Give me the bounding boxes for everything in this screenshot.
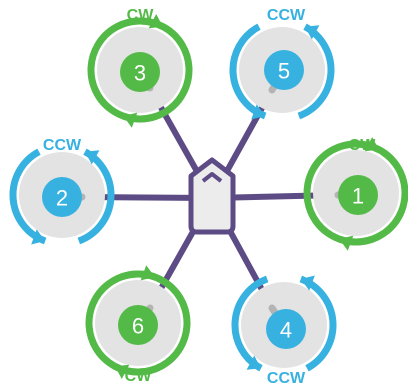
motor-number-4: 4 <box>280 318 292 343</box>
motor-hub-6 <box>118 305 158 345</box>
motor-number-3: 3 <box>134 61 146 86</box>
rotation-arrow-icon <box>148 14 163 29</box>
motor-hub-4 <box>266 309 306 349</box>
motor-number-6: 6 <box>132 314 144 339</box>
rotation-arrow-icon <box>85 150 100 165</box>
direction-label-2: CCW <box>43 137 82 154</box>
rotation-arc-1 <box>303 140 381 246</box>
rotation-arc-2 <box>77 148 115 245</box>
motor-hubs: 3 5 2 1 6 4 <box>42 50 378 349</box>
flight-controller-body <box>188 157 236 235</box>
direction-label-5: CCW <box>267 7 306 24</box>
flight-controller-housing <box>188 157 236 235</box>
motor-number-2: 2 <box>56 186 68 211</box>
direction-label-3: CW <box>127 7 155 24</box>
rotation-arc-3 <box>87 17 165 123</box>
rotation-arc-2 <box>9 148 47 245</box>
motor-number-5: 5 <box>278 59 290 84</box>
rotation-arc-5 <box>297 23 335 120</box>
direction-label-6: CW <box>125 368 153 385</box>
forward-arrow-icon <box>201 172 223 183</box>
rotation-arrow-icon <box>251 104 266 120</box>
rotation-arrow-icon <box>364 137 379 152</box>
rotation-arrow-icon <box>300 275 315 291</box>
rotation-arrow-icon <box>246 355 261 370</box>
motor-number-1: 1 <box>352 184 364 209</box>
rotation-arrow-icon <box>31 229 46 245</box>
rotation-arc-5 <box>229 23 267 120</box>
motor-hub-2 <box>42 177 82 217</box>
rotation-arrow-icon <box>115 364 130 379</box>
rotation-arrow-icon <box>305 25 320 40</box>
rotation-arc-4 <box>299 275 337 372</box>
direction-label-4: CCW <box>267 370 306 387</box>
direction-label-1: CW <box>349 137 377 154</box>
motor-hub-5 <box>264 50 304 90</box>
rotation-arc-6 <box>113 270 191 376</box>
rotation-arc-4 <box>231 275 269 372</box>
motor-hub-3 <box>120 52 160 92</box>
motor-hub-1 <box>338 175 378 215</box>
